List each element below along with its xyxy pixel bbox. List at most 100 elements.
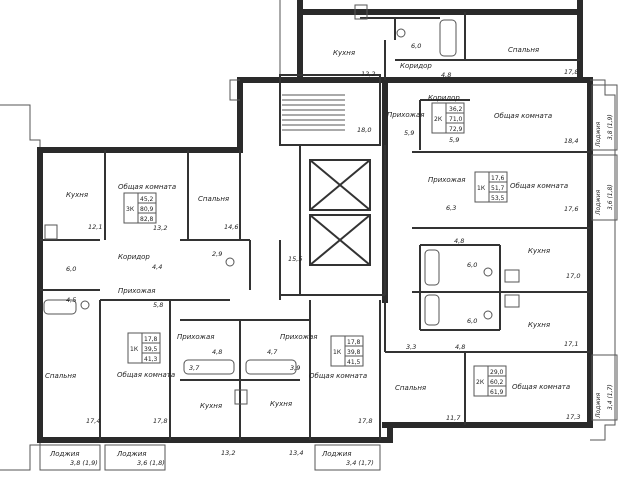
- room-label: Общая комната: [494, 112, 552, 120]
- area-label: 17,8: [564, 68, 578, 76]
- stove-icon: [44, 224, 58, 240]
- area-label: 3,4 (1,7): [607, 384, 614, 410]
- area-label: 6,0: [467, 317, 477, 325]
- area-label: 17,8: [153, 417, 167, 425]
- unit-area-total: 60,2: [490, 379, 504, 386]
- room-label: Лоджия: [49, 450, 79, 458]
- area-label: 3,6 (1,8): [137, 459, 165, 467]
- unit-area-with-balcony: 41,3: [144, 356, 158, 363]
- unit-area-living: 17,8: [347, 339, 361, 346]
- room-label: Лоджия: [595, 121, 602, 148]
- area-label: 14,6: [224, 223, 238, 231]
- room-label: Лоджия: [321, 450, 351, 458]
- area-label: 3,9: [290, 364, 300, 372]
- toilet-icon: [396, 28, 406, 38]
- area-label: 6,0: [467, 261, 477, 269]
- area-label: 17,4: [86, 417, 100, 425]
- bathtub-icon: [183, 359, 235, 375]
- area-label: 5,9: [404, 129, 414, 137]
- room-label: Общая комната: [510, 182, 568, 190]
- room-label: Общая комната: [117, 371, 175, 379]
- room-label: Лоджия: [116, 450, 146, 458]
- area-labels: 6,0 12,2 4,8 17,8 18,0 5,9 5,9 18,4 6,3 …: [66, 42, 614, 467]
- bathtub-icon: [424, 294, 440, 326]
- room-label: Спальня: [45, 372, 76, 380]
- room-label: Коридор: [428, 94, 460, 102]
- room-label: Лоджия: [595, 189, 602, 216]
- room-label: Прихожая: [280, 333, 318, 341]
- area-label: 17,0: [566, 272, 580, 280]
- toilet-icon: [483, 310, 493, 320]
- stove-icon: [354, 4, 368, 20]
- area-label: 17,8: [358, 417, 372, 425]
- area-label: 6,0: [66, 265, 76, 273]
- room-labels: Кухня Коридор Спальня Коридор Прихожая О…: [45, 46, 602, 458]
- unit-type: 2К: [476, 379, 485, 386]
- area-label: 13,4: [289, 449, 303, 457]
- area-label: 17,6: [564, 205, 578, 213]
- fixtures: [43, 4, 520, 405]
- area-label: 2,9: [212, 250, 222, 258]
- unit-box-2k-bottom-right: 2К 29,0 60,2 61,9: [473, 365, 507, 397]
- area-label: 3,6 (1,8): [607, 184, 614, 210]
- room-label: Общая комната: [118, 183, 176, 191]
- unit-box-1k-bottom-left: 1К 17,8 39,5 41,3: [127, 332, 161, 364]
- unit-box-1k-bottom-mid: 1К 17,8 39,8 41,5: [330, 335, 364, 367]
- area-label: 4,8: [212, 348, 222, 356]
- bathtub-icon: [424, 249, 440, 286]
- room-label: Кухня: [528, 247, 550, 255]
- unit-type: 2К: [434, 116, 443, 123]
- area-label: 11,7: [446, 414, 461, 422]
- room-label: Спальня: [508, 46, 539, 54]
- unit-area-living: 29,0: [490, 369, 504, 376]
- room-label: Общая комната: [512, 383, 570, 391]
- area-label: 3,4 (1,7): [346, 459, 374, 467]
- area-label: 12,2: [361, 70, 375, 78]
- room-label: Прихожая: [177, 333, 215, 341]
- toilet-icon: [80, 300, 90, 310]
- room-label: Кухня: [270, 400, 292, 408]
- area-label: 4,8: [441, 71, 451, 79]
- unit-area-with-balcony: 53,5: [491, 195, 505, 202]
- stove-icon: [504, 269, 520, 283]
- unit-area-living: 45,2: [140, 196, 154, 203]
- room-label: Кухня: [528, 321, 550, 329]
- toilet-icon: [483, 267, 493, 277]
- bathtub-icon: [245, 359, 297, 375]
- unit-area-total: 71,0: [449, 116, 463, 123]
- interior-walls: [40, 12, 590, 440]
- room-label: Кухня: [333, 49, 355, 57]
- unit-type: 1К: [477, 185, 486, 192]
- area-label: 5,8: [153, 301, 163, 309]
- toilet-icon: [225, 257, 235, 267]
- area-label: 5,9: [449, 136, 459, 144]
- area-label: 3,3: [406, 343, 416, 351]
- area-label: 18,4: [564, 137, 578, 145]
- area-label: 4,7: [267, 348, 278, 356]
- unit-area-total: 39,5: [144, 346, 158, 353]
- area-label: 4,8: [455, 343, 465, 351]
- unit-area-living: 36,2: [449, 106, 463, 113]
- unit-area-with-balcony: 41,5: [347, 359, 361, 366]
- room-label: Кухня: [66, 191, 88, 199]
- stairs-icon: [282, 94, 345, 131]
- outer-walls: [0, 0, 616, 471]
- unit-area-total: 51,7: [491, 185, 505, 192]
- room-label: Прихожая: [118, 287, 156, 295]
- unit-area-total: 80,9: [140, 206, 154, 213]
- room-label: Коридор: [118, 253, 150, 261]
- unit-box-3k-left: 3К 45,2 80,9 82,8: [123, 192, 157, 224]
- room-label: Прихожая: [428, 176, 466, 184]
- unit-area-with-balcony: 82,8: [140, 216, 154, 223]
- area-label: 17,3: [566, 413, 580, 421]
- bathtub-icon: [43, 299, 77, 315]
- unit-area-with-balcony: 72,9: [449, 126, 463, 133]
- area-label: 13,2: [153, 224, 167, 232]
- area-label: 13,2: [221, 449, 235, 457]
- room-label: Общая комната: [309, 372, 367, 380]
- area-label: 4,5: [66, 296, 76, 304]
- area-label: 3,7: [189, 364, 200, 372]
- room-label: Кухня: [200, 402, 222, 410]
- unit-area-with-balcony: 61,9: [490, 389, 504, 396]
